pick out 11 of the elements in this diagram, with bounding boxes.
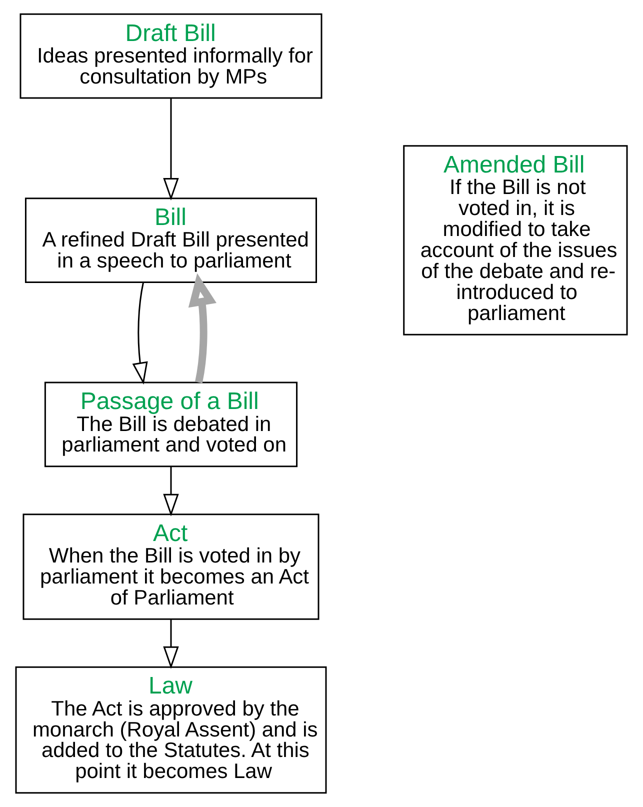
node-box: Bill A refined Draft Bill presented in a speech to parliament: [24, 198, 317, 283]
arrow: [188, 273, 216, 384]
arrow: [163, 98, 179, 201]
arrow: [163, 467, 179, 516]
node-box: Law The Act is approved by the monarch (Royal Assent) and is added to the Statutes. At this point it becomes Law: [15, 666, 327, 794]
arrow: [132, 282, 148, 385]
arrow: [163, 619, 179, 669]
node-box: Passage of a Bill The Bill is debated in parliament and voted on: [44, 382, 298, 468]
node-box: Amended Bill If the Bill is not voted in, it is modified to take account of the issues of the debate and re-introduced to parliament: [403, 145, 628, 336]
node-box: Act When the Bill is voted in by parliament it becomes an Act of Parliament: [22, 514, 320, 620]
node-box: Draft Bill Ideas presented informally for consultation by MPs: [20, 13, 322, 99]
